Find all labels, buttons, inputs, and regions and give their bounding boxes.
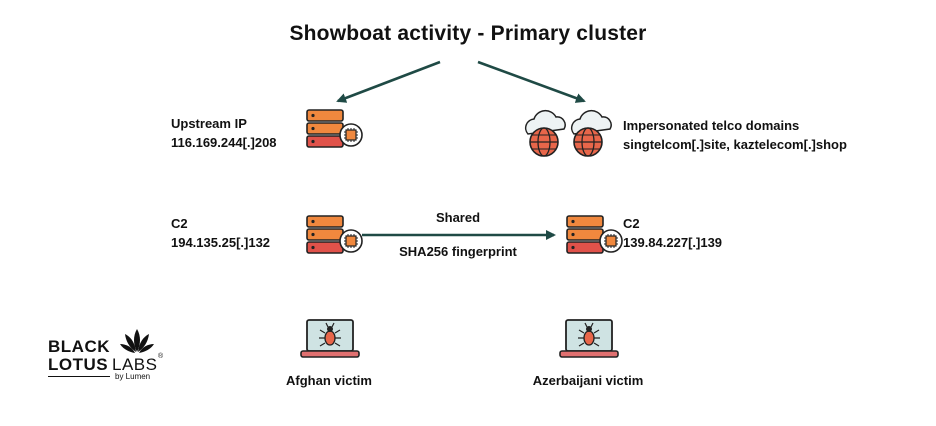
server-icon: [306, 109, 363, 148]
logo-word-black: BLACK: [48, 337, 110, 356]
azerbaijani-victim-label: Azerbaijani victim: [532, 373, 644, 388]
lotus-icon: [120, 329, 154, 353]
server-icon: [306, 215, 363, 254]
upstream-ip-label: Upstream IP 116.169.244[.]208: [171, 114, 277, 152]
arrow-to-upstream: [336, 60, 441, 103]
telco-domains-title: Impersonated telco domains: [623, 118, 800, 133]
page-title: Showboat activity - Primary cluster: [289, 22, 647, 45]
upstream-ip-title: Upstream IP: [171, 116, 247, 131]
black-lotus-labs-logo: BLACK LOTUS LABS ® by Lumen: [48, 328, 178, 388]
c2-right-label: C2 139.84.227[.]139: [623, 214, 722, 252]
upstream-ip-address: 116.169.244[.]208: [171, 135, 277, 150]
arrow-to-telco: [477, 60, 586, 103]
laptop-bug-icon: [300, 319, 360, 358]
edge-label-fingerprint: SHA256 fingerprint: [399, 244, 517, 259]
afghan-victim-label: Afghan victim: [286, 373, 372, 388]
telco-domains-label: Impersonated telco domains singtelcom[.]…: [623, 116, 847, 154]
logo-registered-mark: ®: [158, 353, 164, 360]
c2-right-title: C2: [623, 216, 640, 231]
laptop-bug-icon: [559, 319, 619, 358]
telco-domains-list: singtelcom[.]site, kaztelecom[.]shop: [623, 137, 847, 152]
logo-rule: [48, 376, 110, 377]
c2-left-label: C2 194.135.25[.]132: [171, 214, 270, 252]
logo-word-labs: LABS: [112, 355, 158, 374]
c2-right-address: 139.84.227[.]139: [623, 235, 723, 250]
cloud-globe-icon: [524, 109, 612, 157]
logo-by-lumen: by Lumen: [115, 372, 151, 381]
c2-left-address: 194.135.25[.]132: [171, 235, 271, 250]
server-icon: [566, 215, 623, 254]
edge-label-shared: Shared: [435, 210, 481, 225]
logo-word-lotus: LOTUS: [48, 355, 109, 374]
c2-left-title: C2: [171, 216, 188, 231]
